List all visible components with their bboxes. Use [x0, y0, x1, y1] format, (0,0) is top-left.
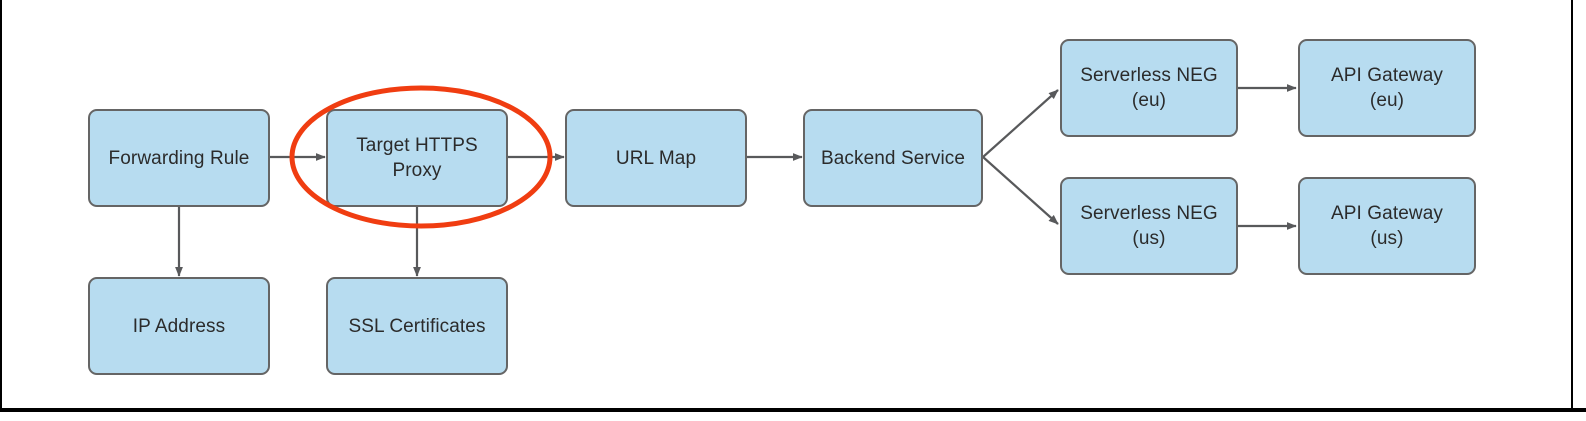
node-ssl-certificates[interactable]: SSL Certificates — [326, 277, 508, 375]
node-serverless-neg-eu[interactable]: Serverless NEG (eu) — [1060, 39, 1238, 137]
node-forwarding-rule[interactable]: Forwarding Rule — [88, 109, 270, 207]
node-label-serverless-neg-eu: Serverless NEG (eu) — [1080, 65, 1218, 111]
node-target-https-proxy[interactable]: Target HTTPS Proxy — [326, 109, 508, 207]
node-url-map[interactable]: URL Map — [565, 109, 747, 207]
node-label-api-gateway-eu: API Gateway (eu) — [1331, 65, 1443, 111]
viewport-frame-bottom — [0, 408, 1586, 412]
node-label-url-map: URL Map — [615, 147, 697, 169]
node-label-backend-service: Backend Service — [820, 147, 966, 169]
node-label-forwarding-rule: Forwarding Rule — [108, 147, 250, 169]
node-label-target-https-proxy: Target HTTPS Proxy — [356, 135, 478, 181]
edge-backend-service-to-neg-eu — [982, 89, 1059, 158]
node-backend-service[interactable]: Backend Service — [803, 109, 983, 207]
node-ip-address[interactable]: IP Address — [88, 277, 270, 375]
node-label-ssl-certificates: SSL Certificates — [348, 315, 486, 337]
node-api-gateway-eu[interactable]: API Gateway (eu) — [1298, 39, 1476, 137]
node-serverless-neg-us[interactable]: Serverless NEG (us) — [1060, 177, 1238, 275]
viewport-frame-left — [0, 0, 2, 409]
node-label-serverless-neg-us: Serverless NEG (us) — [1080, 203, 1218, 249]
viewport-frame-right — [1571, 0, 1573, 409]
edge-backend-service-to-neg-us — [982, 156, 1059, 225]
node-label-ip-address: IP Address — [132, 315, 226, 337]
node-label-api-gateway-us: API Gateway (us) — [1331, 203, 1443, 249]
node-api-gateway-us[interactable]: API Gateway (us) — [1298, 177, 1476, 275]
